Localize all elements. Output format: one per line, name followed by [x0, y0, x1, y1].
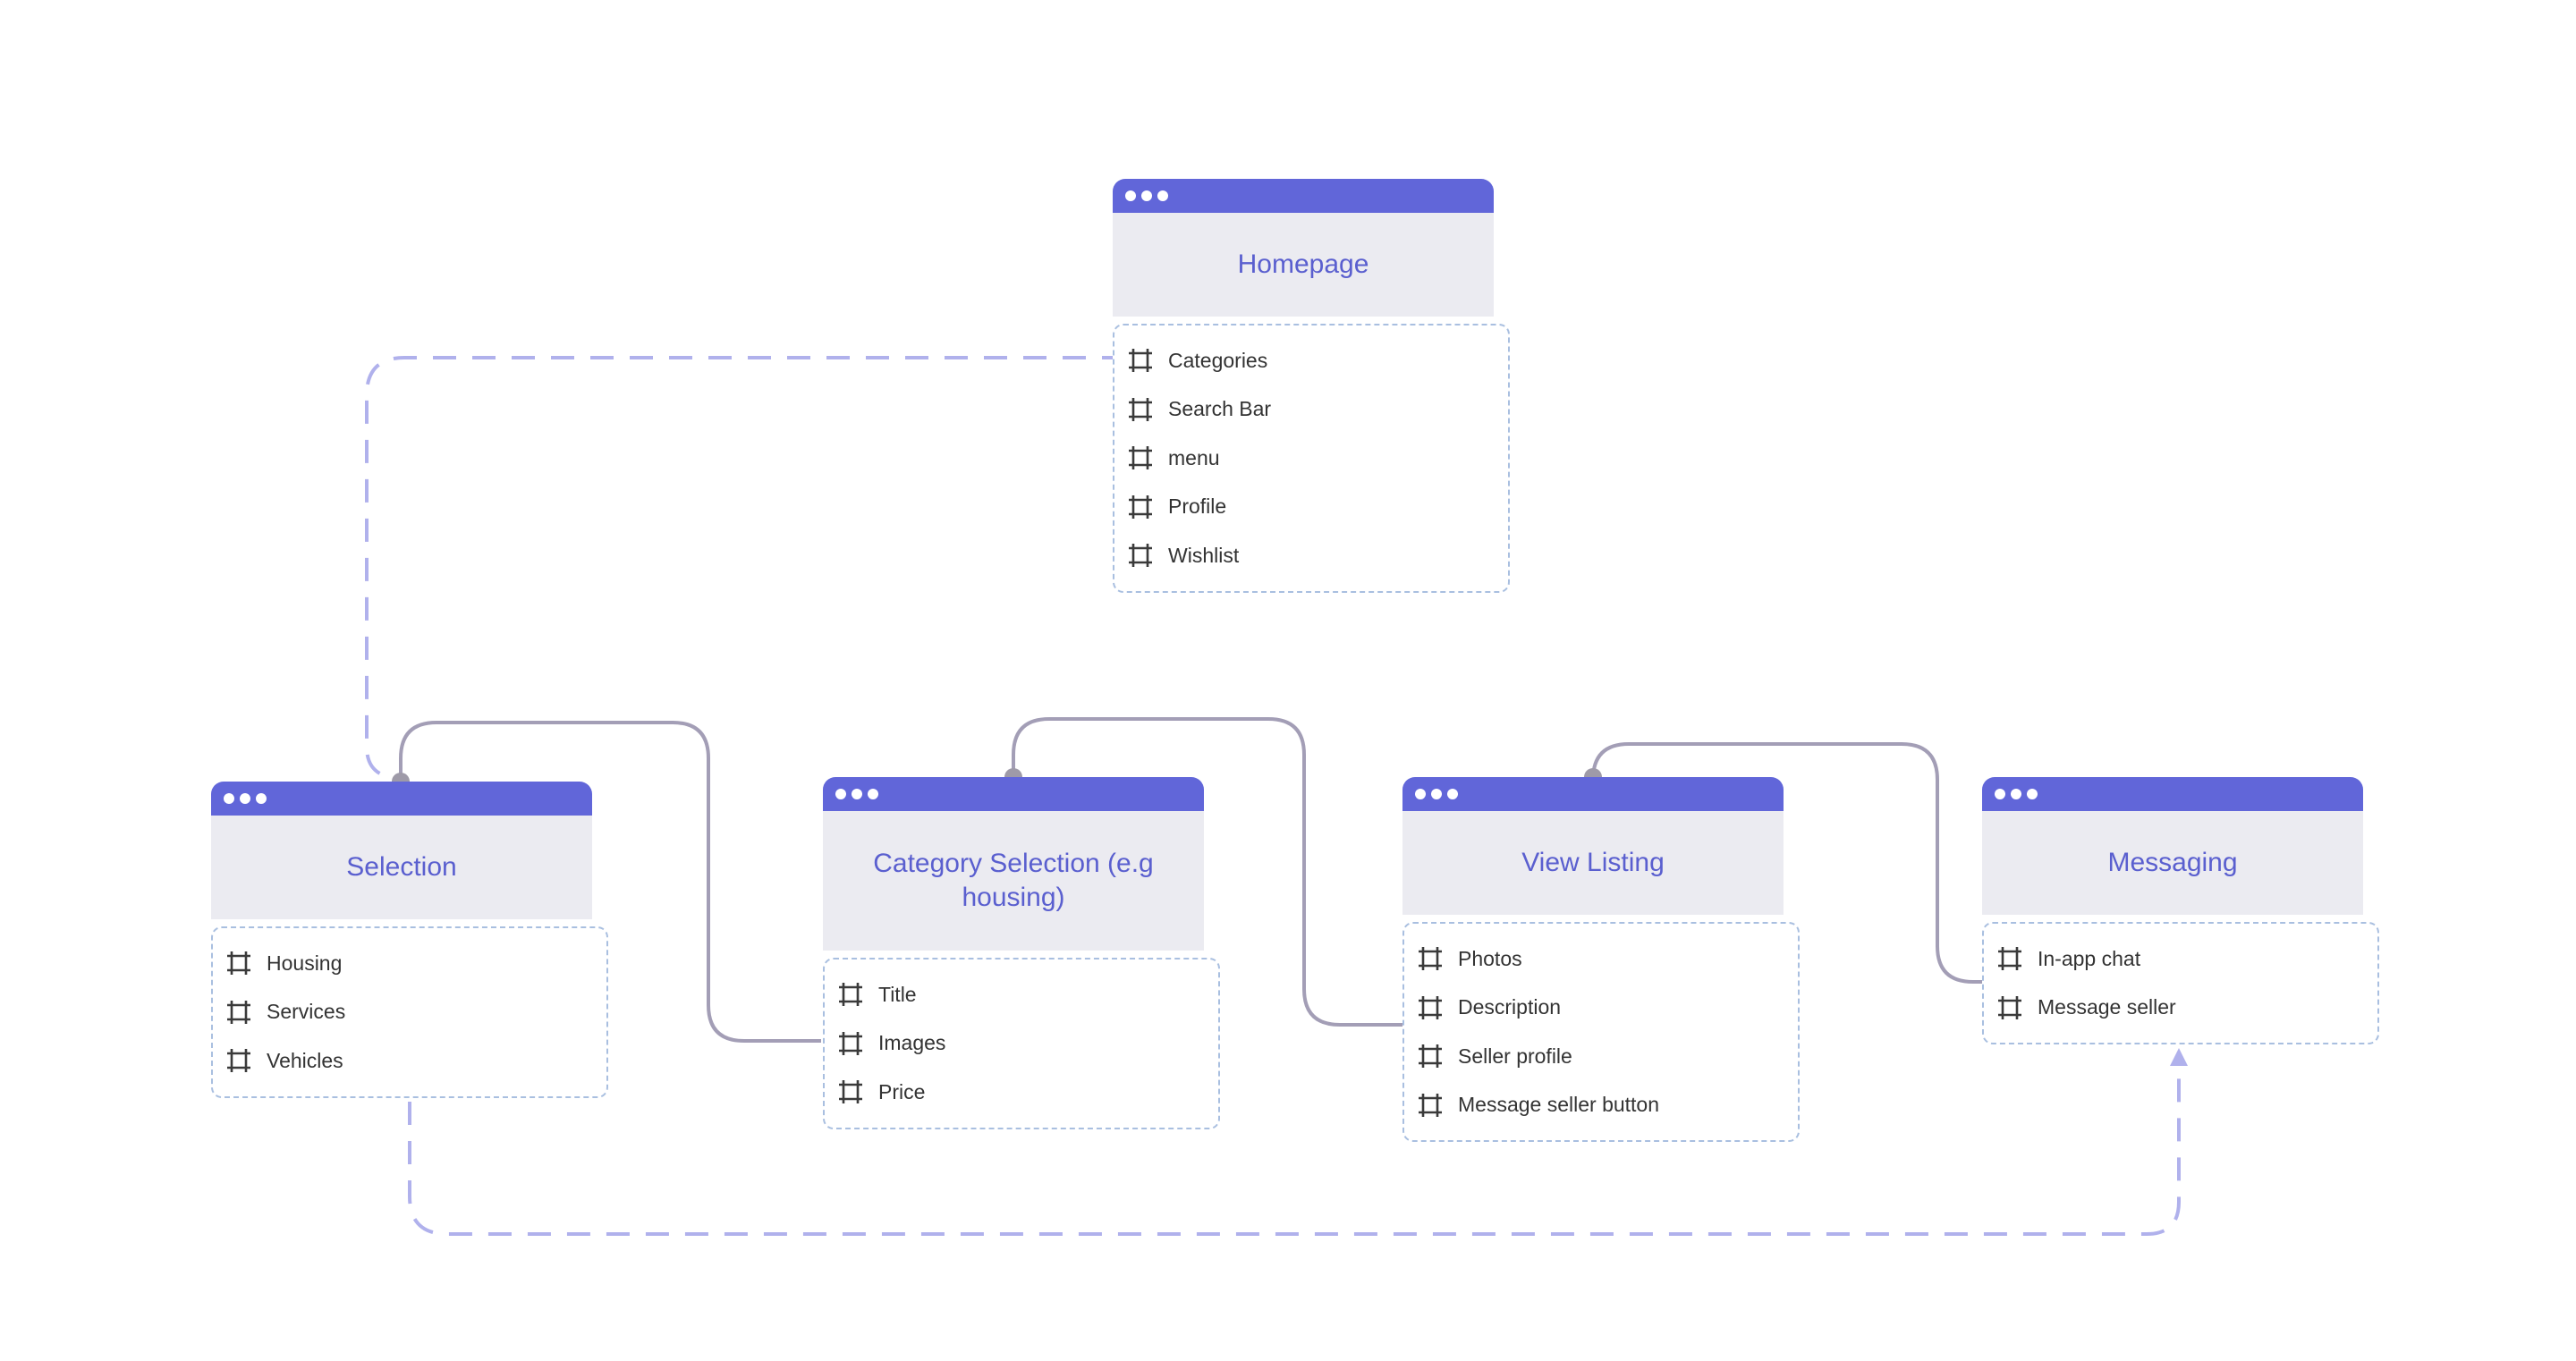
card-title-area: Category Selection (e.g housing): [823, 811, 1204, 951]
frame-icon: [1998, 947, 2021, 971]
list-item[interactable]: Photos: [1419, 934, 1784, 984]
item-label: Vehicles: [267, 1048, 343, 1072]
card-homepage[interactable]: Homepage Categories Search Bar menu Prof…: [1113, 179, 1510, 593]
card-category-selection[interactable]: Category Selection (e.g housing) Title I…: [823, 777, 1220, 1129]
item-label: Images: [878, 1031, 946, 1055]
frame-icon: [839, 983, 862, 1007]
dot-icon: [835, 789, 846, 799]
frame-icon: [1419, 1044, 1442, 1069]
frame-icon: [227, 951, 250, 976]
list-item[interactable]: Profile: [1129, 483, 1494, 532]
list-item[interactable]: Categories: [1129, 336, 1494, 385]
card-title: Category Selection (e.g housing): [873, 849, 1154, 912]
item-label: Message seller button: [1458, 1093, 1660, 1117]
dot-icon: [1125, 190, 1136, 201]
list-item[interactable]: Title: [839, 970, 1204, 1019]
list-item[interactable]: Message seller button: [1419, 1081, 1784, 1130]
frame-icon: [1419, 995, 1442, 1019]
frame-icon: [227, 1000, 250, 1024]
card-messaging[interactable]: Messaging In-app chat Message seller: [1982, 777, 2379, 1044]
dot-icon: [868, 789, 878, 799]
window-header: [1982, 777, 2363, 811]
list-item[interactable]: Images: [839, 1019, 1204, 1069]
dot-icon: [2011, 789, 2021, 799]
card-view-listing[interactable]: View Listing Photos Description Seller p…: [1402, 777, 1800, 1142]
list-item[interactable]: In-app chat: [1998, 934, 2363, 984]
frame-icon: [1129, 446, 1152, 470]
window-dots: [224, 793, 267, 804]
list-item[interactable]: Services: [227, 988, 592, 1037]
card-selection[interactable]: Selection Housing Services Vehicles: [211, 782, 608, 1098]
item-label: In-app chat: [2038, 946, 2141, 970]
card-item-list: Housing Services Vehicles: [211, 926, 608, 1098]
card-title: Homepage: [1237, 249, 1369, 279]
item-label: Description: [1458, 995, 1562, 1019]
frame-icon: [1129, 349, 1152, 373]
dot-icon: [852, 789, 862, 799]
list-item[interactable]: Message seller: [1998, 984, 2363, 1033]
dot-icon: [1447, 789, 1458, 799]
window-header: [823, 777, 1204, 811]
frame-icon: [839, 1080, 862, 1104]
dashed-connector-homepage-to-selection: [365, 356, 1125, 780]
item-label: Photos: [1458, 946, 1522, 970]
dot-icon: [1995, 789, 2005, 799]
list-item[interactable]: Vehicles: [227, 1036, 592, 1086]
dot-icon: [256, 793, 267, 804]
list-item[interactable]: Description: [1419, 984, 1784, 1033]
dot-icon: [1141, 190, 1152, 201]
list-item[interactable]: Seller profile: [1419, 1032, 1784, 1081]
window-dots: [1415, 789, 1458, 799]
list-item[interactable]: menu: [1129, 434, 1494, 483]
item-label: Title: [878, 982, 917, 1006]
window-header: [1402, 777, 1784, 811]
frame-icon: [1998, 995, 2021, 1019]
window-dots: [1995, 789, 2038, 799]
frame-icon: [227, 1049, 250, 1073]
card-title-area: Homepage: [1113, 213, 1494, 317]
card-item-list: Title Images Price: [823, 958, 1220, 1129]
item-label: menu: [1168, 445, 1220, 469]
list-item[interactable]: Wishlist: [1129, 531, 1494, 580]
card-title-area: Selection: [211, 816, 592, 919]
list-item[interactable]: Price: [839, 1068, 1204, 1117]
window-dots: [835, 789, 878, 799]
frame-icon: [1419, 947, 1442, 971]
item-label: Housing: [267, 951, 343, 975]
frame-icon: [1129, 495, 1152, 519]
dot-icon: [1415, 789, 1426, 799]
dot-icon: [224, 793, 234, 804]
list-item[interactable]: Search Bar: [1129, 385, 1494, 435]
card-title: View Listing: [1521, 848, 1665, 877]
item-label: Message seller: [2038, 995, 2176, 1019]
frame-icon: [1129, 397, 1152, 421]
item-label: Wishlist: [1168, 543, 1240, 567]
frame-icon: [1419, 1093, 1442, 1117]
item-label: Categories: [1168, 348, 1268, 372]
card-item-list: Photos Description Seller profile Messag…: [1402, 922, 1800, 1142]
item-label: Price: [878, 1079, 926, 1103]
item-label: Profile: [1168, 495, 1227, 519]
item-label: Search Bar: [1168, 397, 1272, 421]
dot-icon: [240, 793, 250, 804]
window-dots: [1125, 190, 1168, 201]
dot-icon: [2027, 789, 2038, 799]
arrowhead-icon: [2170, 1048, 2188, 1066]
card-title: Selection: [346, 852, 457, 882]
card-title-area: Messaging: [1982, 811, 2363, 915]
frame-icon: [839, 1031, 862, 1055]
card-title-area: View Listing: [1402, 811, 1784, 915]
dot-icon: [1157, 190, 1168, 201]
item-label: Seller profile: [1458, 1044, 1572, 1068]
window-header: [1113, 179, 1494, 213]
item-label: Services: [267, 1000, 346, 1024]
dashed-connector-selection-to-messaging: [408, 1062, 2181, 1236]
card-title: Messaging: [2107, 848, 2238, 877]
frame-icon: [1129, 544, 1152, 568]
card-item-list: In-app chat Message seller: [1982, 922, 2379, 1044]
dot-icon: [1431, 789, 1442, 799]
card-item-list: Categories Search Bar menu Profile Wishl…: [1113, 324, 1510, 593]
window-header: [211, 782, 592, 816]
list-item[interactable]: Housing: [227, 939, 592, 988]
